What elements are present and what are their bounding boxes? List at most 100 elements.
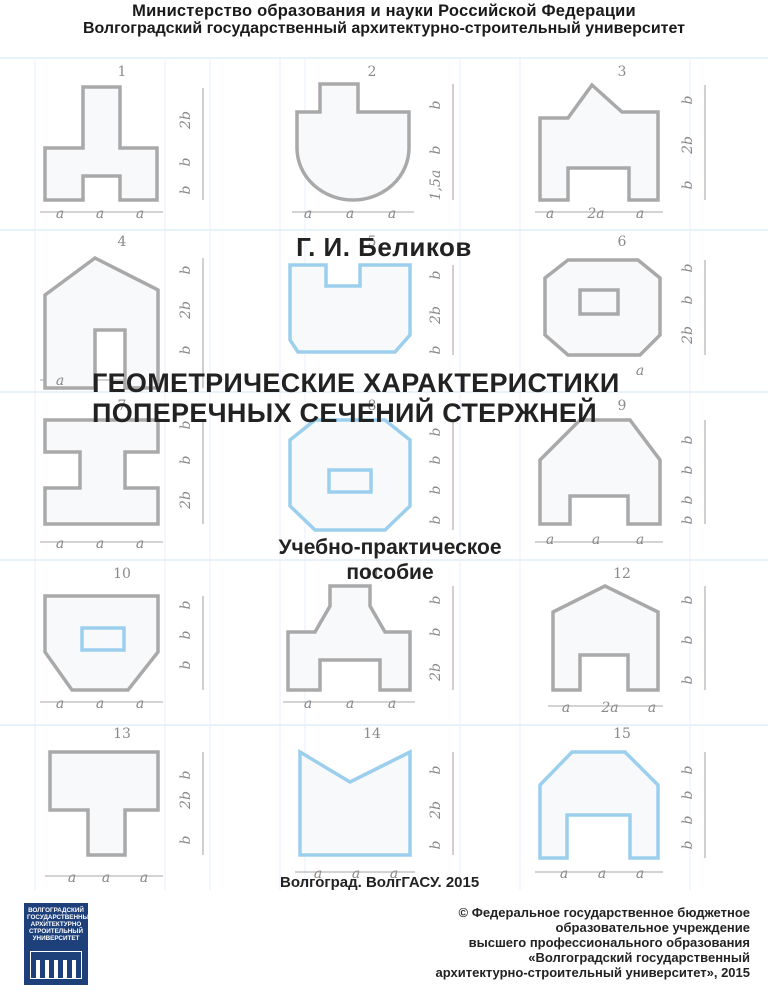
dimension-label: a [562,700,570,716]
dimension-label: b [178,345,194,354]
dimension-label: b [428,485,444,494]
dimension-label: 2b [178,301,194,320]
dimension-label: a [346,696,354,712]
blueprint-grid [0,57,768,890]
dimension-label: b [178,835,194,844]
dimension-label: b [428,455,444,464]
dimension-label: a [136,206,144,222]
copyright-line-3: высшего профессионального образования [468,935,750,950]
dimension-label: b [680,435,696,444]
logo-text-3: АРХИТЕКТУРНО [30,921,82,928]
copyright-line-5: архитектурно-строительный университет», … [435,965,750,980]
dimension-label: a [560,866,568,882]
dimension-label: 2b [428,306,444,325]
dimension-label: b [428,427,444,436]
book-title-line-2: ПОПЕРЕЧНЫХ СЕЧЕНИЙ СТЕРЖНЕЙ [92,398,597,428]
dimension-label: a [388,696,396,712]
dimension-label: a [636,866,644,882]
dimension-label: b [680,263,696,272]
dimension-label: a [56,373,64,389]
dimension-label: b [178,265,194,274]
dimension-label: a [68,870,76,886]
dimension-label: a [648,700,656,716]
dimension-label: a [592,532,600,548]
dimension-label: b [680,815,696,824]
dimension-label: 2b [428,801,444,820]
dimension-label: a [546,206,554,222]
dimension-label: a [346,206,354,222]
dimension-label: b [428,100,444,109]
dimension-label: a [390,866,398,882]
dimension-label: b [178,185,194,194]
section-number: 12 [613,566,631,582]
dimension-label: a [636,532,644,548]
logo-building-icon [30,951,82,979]
university-logo: ВОЛГОГРАДСКИЙ ГОСУДАРСТВЕННЫЙ АРХИТЕКТУР… [24,903,94,985]
book-type-line-1: Учебно-практическое [278,536,502,559]
dimension-label: b [428,145,444,154]
dimension-label: a [636,206,644,222]
dimension-label: b [680,465,696,474]
author-name: Г. И. Беликов [296,232,472,262]
dimension-label: 2b [680,326,696,345]
dimension-label: b [680,515,696,524]
dimension-label: 2b [680,136,696,155]
university-header: Волгоградский государственный архитектур… [82,20,686,37]
dimension-label: a [636,363,644,379]
section-number: 5 [368,234,377,250]
dimension-label: b [178,420,194,429]
dimension-label: a [546,532,554,548]
section-number: 2 [368,64,377,80]
cross-section-shapes [43,82,662,860]
dimension-label: a [314,866,322,882]
dimension-label: b [178,770,194,779]
logo-text-2: ГОСУДАРСТВЕННЫЙ [27,914,94,921]
dimension-label: 2b [178,791,194,810]
dimension-label: b [178,630,194,639]
logo-text-1: ВОЛГОГРАДСКИЙ [28,907,84,914]
dimension-label: b [680,295,696,304]
section-number: 15 [613,726,631,742]
section-number: 7 [118,398,127,414]
section-number: 9 [618,398,627,414]
dimension-label: a [136,696,144,712]
dimension-label: a [304,696,312,712]
dimension-label: b [178,157,194,166]
dimension-label: b [680,840,696,849]
dimension-label: b [178,455,194,464]
section-number: 14 [363,726,381,742]
dimension-label: a [388,206,396,222]
dimension-label: b [680,675,696,684]
book-type-line-2: пособие [346,561,434,584]
section-number: 10 [113,566,131,582]
dimension-label: b [428,627,444,636]
section-number: 3 [618,64,627,80]
copyright-line-2: образовательное учреждение [555,920,750,935]
dimension-label: b [680,790,696,799]
dimension-label: b [178,600,194,609]
copyright-line-4: «Волгоградский государственный [528,950,750,965]
dimension-label: a [598,866,606,882]
dimension-label: a [352,866,360,882]
dimension-label: b [680,595,696,604]
dimension-label: b [680,95,696,104]
copyright-line-1: © Федеральное государственное бюджетное [458,905,750,920]
dimension-label: b [178,660,194,669]
dimension-label: 2b [428,663,444,682]
dimension-label: 2a [586,206,604,222]
dimension-label: 2b [178,111,194,130]
section-number: 6 [618,234,627,250]
city-publisher-year: Волгоград. ВолгГАСУ. 2015 [280,874,480,891]
dimension-label: b [428,270,444,279]
dimension-label: b [428,765,444,774]
section-number: 8 [368,398,377,414]
dimension-label: b [680,180,696,189]
section-number: 13 [113,726,131,742]
logo-text-5: УНИВЕРСИТЕТ [32,935,80,942]
ministry-header: Министерство образования и науки Российс… [132,2,636,20]
dimension-label: a [102,870,110,886]
dimension-label: b [428,515,444,524]
dimension-label: b [680,495,696,504]
